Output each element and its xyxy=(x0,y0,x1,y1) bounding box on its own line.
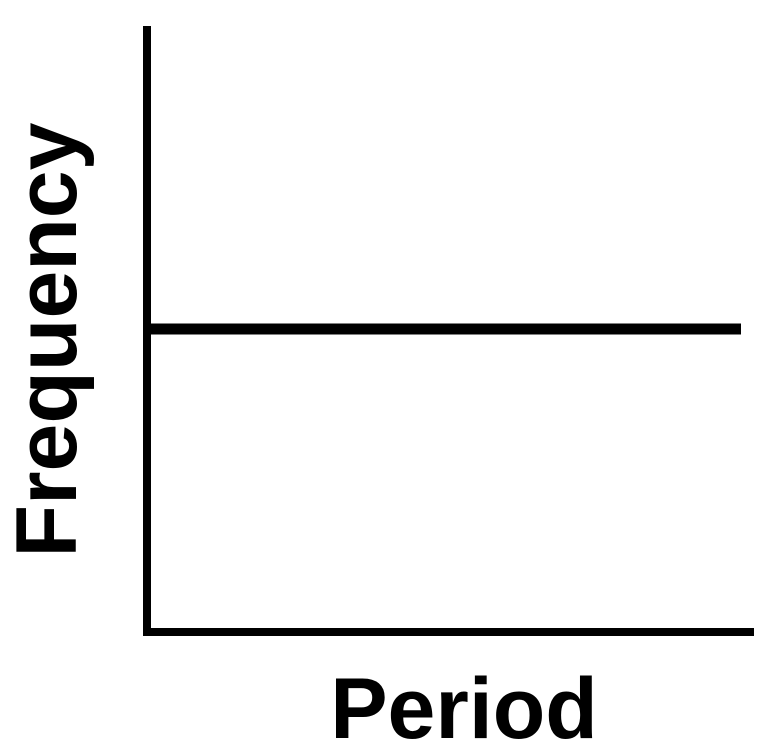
y-axis-label: Frequency xyxy=(0,122,95,557)
x-axis-label: Period xyxy=(330,661,598,754)
